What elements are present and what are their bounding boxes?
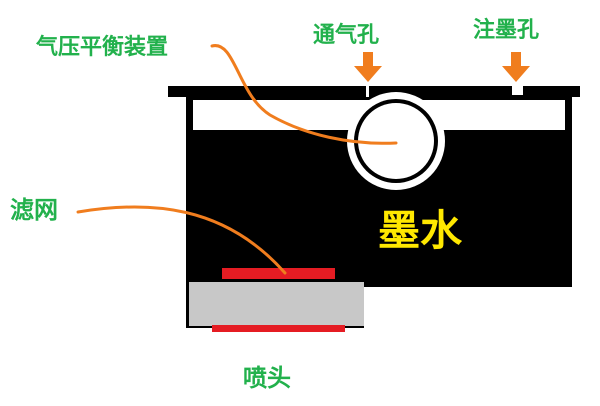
ink-label: 墨水 (378, 206, 463, 255)
vent-hole-gap (366, 86, 369, 97)
filter-label: 滤网 (10, 196, 58, 224)
cartridge-lid-left (168, 86, 512, 97)
pressure-balance-label: 气压平衡装置 (36, 35, 169, 60)
pressure-balance-core (358, 103, 434, 179)
vent-hole-arrow (354, 52, 382, 82)
cartridge-lid-right (523, 86, 580, 97)
vent-hole-label: 通气孔 (313, 23, 380, 48)
pressure-balance-leader (210, 44, 398, 145)
ink-fill-hole-arrow (502, 52, 530, 82)
nozzle-outlet-bar (212, 325, 345, 332)
nozzle-block (189, 282, 364, 326)
nozzle-label: 喷头 (243, 364, 291, 392)
filter-leader (76, 205, 287, 275)
filter-bar (222, 268, 335, 279)
ink-fill-hole-label: 注墨孔 (473, 18, 540, 43)
